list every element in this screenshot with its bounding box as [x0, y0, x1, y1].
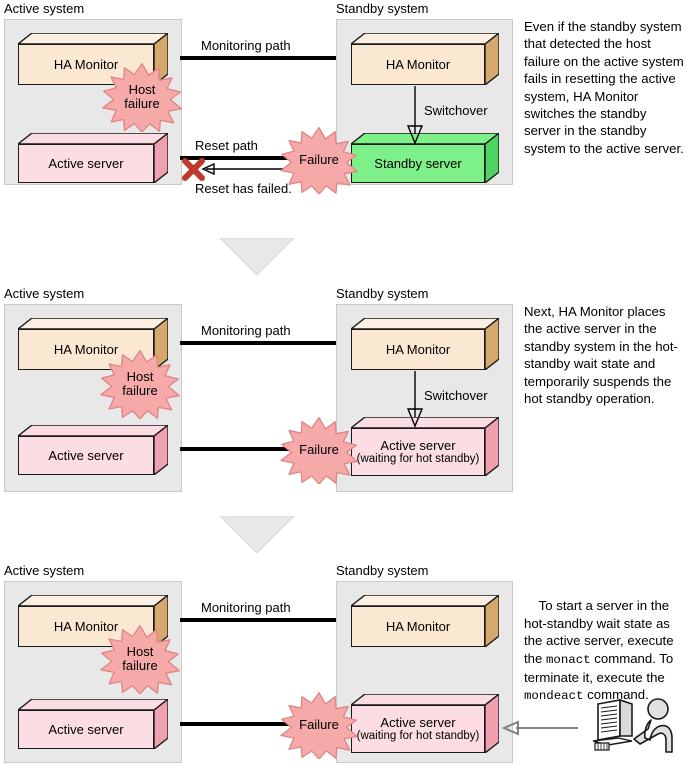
box-top-face	[351, 133, 499, 144]
step-separator-triangle-2	[218, 515, 296, 554]
note-text: command.	[583, 687, 649, 703]
box-label: HA Monitor	[53, 342, 119, 357]
panel-step-2: Active system HA Monitor Active server H…	[0, 285, 687, 510]
host-failure-burst: Host failure	[98, 349, 182, 419]
box-front-face: Active server	[18, 436, 154, 475]
box-label: HA Monitor	[385, 619, 451, 634]
standby-system-label: Standby system	[336, 563, 429, 578]
box-front-face: HA Monitor	[351, 329, 485, 370]
panel-step-1: Active system HA Monitor Active server H…	[0, 0, 687, 215]
monitoring-path-label: Monitoring path	[201, 38, 291, 53]
command-name: mondeact	[524, 689, 584, 704]
reset-path-line	[180, 447, 375, 451]
reset-has-failed-label: Reset has failed.	[195, 181, 292, 196]
box-sublabel: (waiting for hot standby)	[356, 453, 480, 465]
note-text: command. To terminate it, execute the	[524, 650, 677, 686]
box-label: HA Monitor	[385, 57, 451, 72]
active-system-label: Active system	[4, 1, 85, 16]
command-name: monact	[546, 652, 591, 667]
ha-monitor-box-active: HA Monitor	[18, 318, 168, 370]
box-label: Standby server	[374, 156, 462, 171]
active-system-label: Active system	[4, 563, 85, 578]
explanation-note-1: Even if the standby system that detected…	[524, 19, 684, 156]
box-top-face	[351, 318, 499, 329]
reset-path-line	[180, 722, 375, 726]
box-front-face: HA Monitor	[18, 329, 154, 370]
ha-monitor-box-standby: HA Monitor	[351, 595, 499, 647]
monitoring-path-label: Monitoring path	[201, 600, 291, 615]
failure-burst: Failure	[276, 416, 362, 484]
standby-active-server-box: Active server (waiting for hot standby)	[351, 694, 499, 753]
monitoring-path-line	[180, 341, 338, 345]
box-top-face	[18, 699, 168, 710]
monitoring-path-line	[180, 56, 338, 60]
box-label: HA Monitor	[53, 57, 119, 72]
monitoring-path-label: Monitoring path	[201, 323, 291, 338]
ha-monitor-box-standby: HA Monitor	[351, 33, 499, 85]
box-top-face	[18, 318, 168, 329]
box-top-face	[351, 417, 499, 428]
reset-path-label: Reset path	[195, 138, 258, 153]
box-label: Active server	[380, 438, 456, 453]
box-front-face: Active server	[18, 710, 154, 749]
box-front-face: Active server (waiting for hot standby)	[351, 705, 485, 753]
active-server-box: Active server	[18, 133, 168, 183]
box-front-face: HA Monitor	[351, 606, 485, 647]
failure-burst: Failure	[276, 691, 362, 759]
active-server-box: Active server	[18, 425, 168, 475]
box-top-face	[351, 595, 499, 606]
box-sublabel: (waiting for hot standby)	[356, 730, 480, 742]
standby-active-server-box: Active server (waiting for hot standby)	[351, 417, 499, 476]
step-separator-triangle-1	[218, 237, 296, 276]
box-top-face	[18, 595, 168, 606]
box-label: Active server	[380, 715, 456, 730]
ha-monitor-box-standby: HA Monitor	[351, 318, 499, 370]
active-server-box: Active server	[18, 699, 168, 749]
switchover-label: Switchover	[424, 388, 488, 403]
standby-system-label: Standby system	[336, 1, 429, 16]
reset-failure-burst: Failure	[276, 126, 362, 194]
standby-server-box: Standby server	[351, 133, 499, 183]
box-label: Active server	[48, 722, 124, 737]
box-label: HA Monitor	[385, 342, 451, 357]
box-front-face: Active server (waiting for hot standby)	[351, 428, 485, 476]
box-front-face: HA Monitor	[351, 44, 485, 85]
standby-system-label: Standby system	[336, 286, 429, 301]
box-front-face: Active server	[18, 144, 154, 183]
host-failure-burst: Host failure	[100, 62, 184, 132]
active-system-label: Active system	[4, 286, 85, 301]
note-text: To start a server in the hot-standby wai…	[524, 598, 678, 666]
box-top-face	[18, 133, 168, 144]
box-label: Active server	[48, 448, 124, 463]
box-top-face	[18, 33, 168, 44]
explanation-note-3: To start a server in the hot-standby wai…	[524, 580, 686, 723]
switchover-label: Switchover	[424, 103, 488, 118]
host-failure-burst: Host failure	[98, 624, 182, 694]
reset-path-line	[180, 156, 292, 160]
box-label: Active server	[48, 156, 124, 171]
box-top-face	[351, 694, 499, 705]
box-top-face	[351, 33, 499, 44]
explanation-note-2: Next, HA Monitor places the active serve…	[524, 304, 678, 407]
box-top-face	[18, 425, 168, 436]
box-label: HA Monitor	[53, 619, 119, 634]
operator-at-terminal-icon	[588, 696, 680, 758]
panel-step-3: Active system HA Monitor Active server H…	[0, 562, 687, 765]
box-front-face: Standby server	[351, 144, 485, 183]
monitoring-path-line	[180, 618, 338, 622]
